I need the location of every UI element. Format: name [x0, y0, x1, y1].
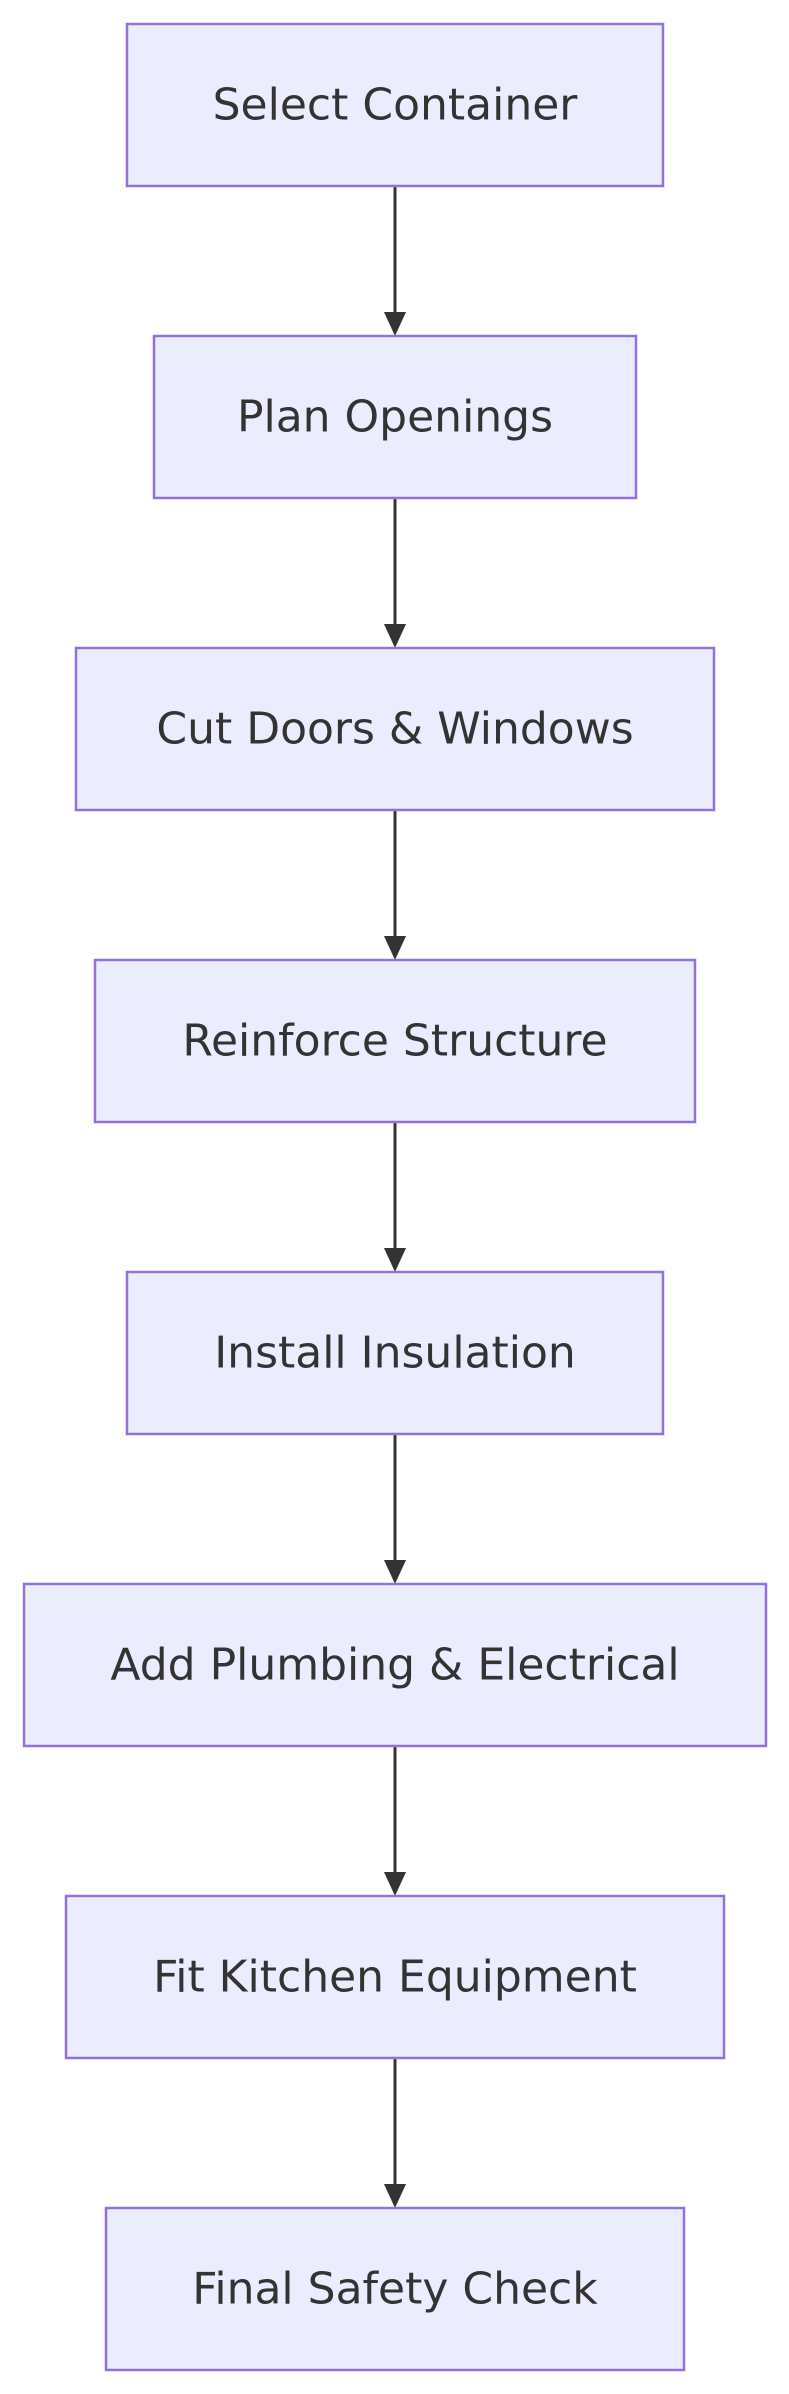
step-box	[152, 334, 638, 500]
step-node-install-insulation: Install Insulation	[125, 1270, 665, 1436]
step-label: Fit Kitchen Equipment	[153, 1952, 637, 2003]
flow-arrow-1	[384, 186, 406, 336]
arrowhead-icon	[384, 312, 406, 336]
arrowhead-icon	[384, 624, 406, 648]
step-label: Add Plumbing & Electrical	[110, 1640, 679, 1691]
flow-arrow-2	[384, 498, 406, 648]
step-box	[125, 1270, 665, 1436]
flow-arrow-4	[384, 1122, 406, 1272]
step-label: Select Container	[213, 80, 579, 131]
step-node-reinforce-structure: Reinforce Structure	[93, 958, 697, 1124]
flow-arrow-6	[384, 1746, 406, 1896]
step-node-cut-doors-windows: Cut Doors & Windows	[74, 646, 716, 812]
arrowhead-icon	[384, 1872, 406, 1896]
step-box	[93, 958, 697, 1124]
step-node-final-safety-check: Final Safety Check	[104, 2206, 686, 2372]
step-box	[125, 22, 665, 188]
step-box	[64, 1894, 726, 2060]
flow-arrow-3	[384, 810, 406, 960]
flow-arrow-5	[384, 1434, 406, 1584]
arrowhead-icon	[384, 936, 406, 960]
arrowhead-icon	[384, 1560, 406, 1584]
step-label: Final Safety Check	[192, 2264, 598, 2315]
arrowhead-icon	[384, 2184, 406, 2208]
step-node-add-plumbing-electrical: Add Plumbing & Electrical	[22, 1582, 768, 1748]
step-label: Reinforce Structure	[182, 1016, 607, 1067]
step-node-select-container: Select Container	[125, 22, 665, 188]
step-label: Plan Openings	[237, 392, 553, 443]
edges-layer	[384, 186, 406, 2208]
step-node-plan-openings: Plan Openings	[152, 334, 638, 500]
step-label: Install Insulation	[214, 1328, 576, 1379]
arrowhead-icon	[384, 1248, 406, 1272]
step-label: Cut Doors & Windows	[156, 704, 633, 755]
flow-arrow-7	[384, 2058, 406, 2208]
step-node-fit-kitchen-equipment: Fit Kitchen Equipment	[64, 1894, 726, 2060]
step-box	[104, 2206, 686, 2372]
step-box	[74, 646, 716, 812]
step-box	[22, 1582, 768, 1748]
